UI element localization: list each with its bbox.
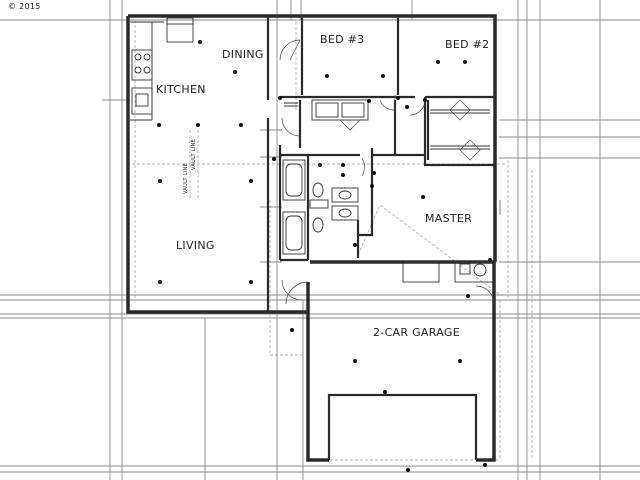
fixtures bbox=[130, 17, 494, 283]
toilet-2 bbox=[312, 217, 324, 233]
range-hood bbox=[166, 17, 194, 43]
door-swings bbox=[279, 39, 501, 305]
garage-label: 2-CAR GARAGE bbox=[373, 326, 460, 339]
vanity-2 bbox=[331, 205, 359, 221]
master-label: MASTER bbox=[425, 212, 472, 225]
vault-line-label-1: VAULT LINE bbox=[183, 163, 189, 194]
vault-lines bbox=[189, 130, 199, 200]
bed3-label: BED #3 bbox=[320, 33, 364, 46]
bathtub-1 bbox=[282, 159, 306, 201]
living-label: LIVING bbox=[176, 239, 215, 252]
bed2-label: BED #2 bbox=[445, 38, 489, 51]
water-heater bbox=[454, 261, 494, 283]
room-labels: © 2015 DINING KITCHEN BED #3 BED #2 MAST… bbox=[8, 2, 489, 339]
interior-walls bbox=[266, 16, 495, 312]
linen-shelf bbox=[284, 102, 298, 107]
kitchen-label: KITCHEN bbox=[156, 83, 206, 96]
laundry-counter bbox=[402, 261, 440, 283]
copyright-text: © 2015 bbox=[8, 2, 41, 11]
closet-rods bbox=[430, 109, 490, 150]
electrical-symbols bbox=[157, 40, 492, 472]
vault-line-label-2: VAULT LINE bbox=[191, 139, 197, 170]
dining-label: DINING bbox=[222, 48, 264, 61]
bathtub-2 bbox=[282, 211, 306, 255]
vanity-1 bbox=[331, 187, 359, 203]
toilet-1 bbox=[312, 182, 324, 198]
